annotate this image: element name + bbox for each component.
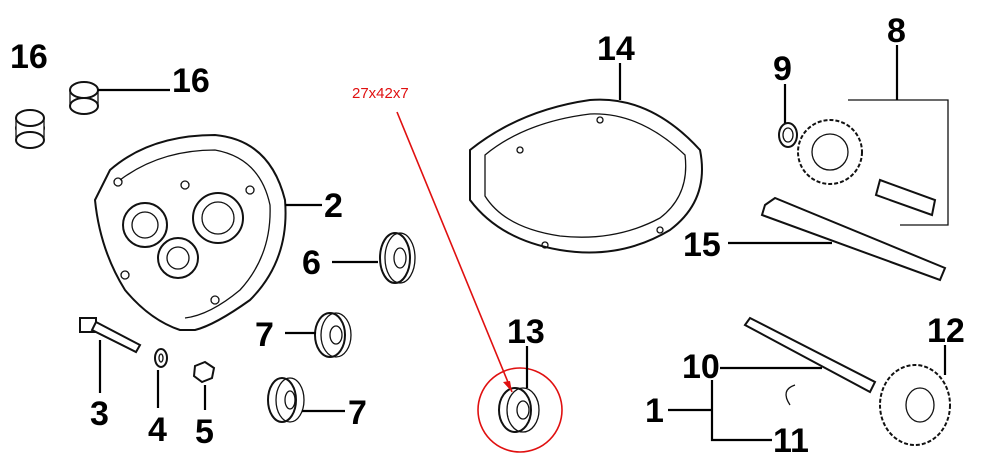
label-16-right: 16 [172, 62, 210, 100]
label-7-lower: 7 [348, 394, 367, 432]
label-6: 6 [302, 244, 321, 282]
label-8: 8 [887, 12, 906, 50]
shaft-part-15 [760, 196, 947, 282]
label-5: 5 [195, 413, 214, 451]
label-9: 9 [773, 50, 792, 88]
shaft-part-10 [743, 316, 877, 394]
label-4: 4 [148, 411, 167, 449]
label-14: 14 [597, 30, 635, 68]
transmission-case-part-2 [93, 133, 287, 331]
circlip-part-11 [785, 384, 796, 406]
arrow-head-icon [503, 381, 512, 392]
label-10: 10 [682, 348, 720, 386]
label-15: 15 [683, 226, 721, 264]
washer-part-9 [778, 122, 798, 148]
label-2: 2 [324, 187, 343, 225]
bearing-part-6 [379, 232, 416, 284]
bushing-part-16-left [15, 109, 45, 149]
bearing-part-13 [498, 387, 540, 433]
label-7-upper: 7 [255, 316, 274, 354]
bearing-part-7-upper [314, 312, 352, 358]
highlight-circle [477, 367, 563, 453]
bearing-part-7-lower [267, 377, 305, 423]
label-12: 12 [927, 312, 965, 350]
nut-part-5 [192, 360, 216, 384]
washer-part-4 [154, 348, 168, 368]
gear-part-12 [879, 364, 951, 446]
label-3: 3 [90, 395, 109, 433]
gasket-part-14 [469, 98, 703, 254]
label-16-left: 16 [10, 38, 48, 76]
annotation-arrow [396, 111, 513, 393]
gear-set-part-8 [797, 99, 949, 226]
bolt-part-3 [79, 317, 142, 354]
label-1: 1 [645, 392, 664, 430]
leader-lines [98, 45, 947, 442]
bushing-part-16-right [69, 81, 99, 115]
bearing-size-annotation: 27x42x7 [352, 85, 409, 102]
label-11: 11 [773, 422, 809, 460]
label-13: 13 [507, 313, 545, 351]
